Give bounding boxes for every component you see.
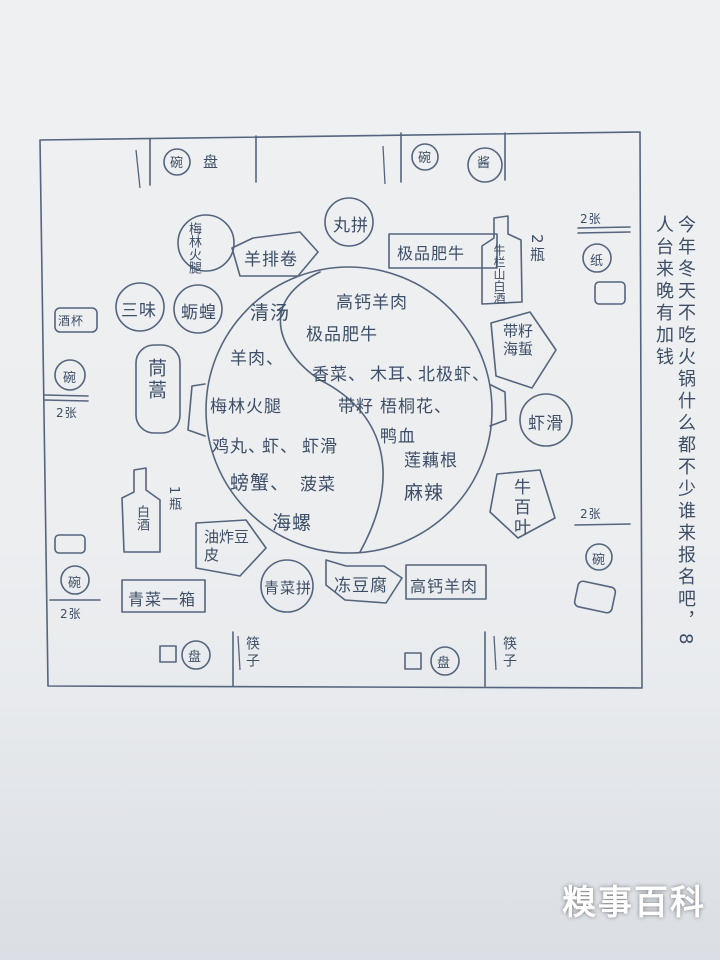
clear-item-shrimp: 虾、 — [262, 437, 298, 457]
chopsticks-label-bottom-left: 筷子 — [244, 636, 260, 670]
plate-label-top-left: 盘 — [203, 153, 220, 171]
dish-sanwei: 三味 — [121, 301, 157, 321]
cup-icon — [594, 281, 626, 305]
dish-spicy-lamb: 高钙羊肉 — [410, 577, 479, 596]
bowl-icon — [181, 640, 211, 670]
bowl-label-right: 碗 — [592, 553, 607, 568]
bowl-icon — [467, 147, 503, 183]
spicy-lamb-plate — [405, 564, 487, 600]
broth-label: 清汤 — [250, 302, 291, 324]
paper-shadow — [0, 690, 720, 960]
dish-tripe: 牛百叶 — [510, 478, 530, 538]
dish-frozen-tofu: 冻豆腐 — [334, 576, 388, 596]
dish-fried-tofu-skin: 油炸豆皮 — [204, 528, 250, 564]
cup-label-left: 酒杯 — [58, 314, 85, 328]
spicy-item-mala: 麻辣 — [404, 482, 445, 504]
dish-tonghao: 茼蒿 — [145, 358, 167, 402]
bowl-icon — [585, 543, 613, 571]
cup-icon — [54, 534, 86, 554]
tissue-label-right: 纸 — [590, 254, 605, 269]
cup-icon — [159, 645, 177, 663]
bowl-icon — [163, 148, 191, 176]
clear-item-crab: 螃蟹、 — [230, 472, 291, 494]
baijiu-bottle-top — [481, 215, 523, 305]
bowl-icon — [60, 565, 90, 595]
hotpot-outline — [205, 266, 493, 554]
clam-plate — [173, 284, 223, 334]
spicy-item-shrimp: 北极虾、 — [418, 365, 490, 385]
clear-item-chicken: 鸡丸、 — [212, 437, 266, 457]
shrimp-paste-plate — [519, 393, 573, 447]
dish-shrimp-paste: 虾滑 — [528, 414, 564, 434]
sauce-label-top-right: 酱 — [477, 156, 492, 171]
seaweed-plate — [490, 311, 557, 389]
veg-platter — [260, 559, 314, 613]
baijiu-top-count: 2瓶 — [528, 234, 546, 265]
bowl-label-left: 碗 — [63, 371, 78, 386]
dish-clam: 蛎蝗 — [181, 303, 217, 323]
bowl-label-top-right: 碗 — [418, 151, 433, 166]
tripe-plate — [489, 469, 556, 539]
dish-premium-beef: 极品肥牛 — [397, 244, 466, 263]
sanwei-plate — [115, 282, 165, 332]
bowl-icon — [54, 359, 86, 391]
dish-veg-platter: 青菜拼 — [264, 579, 313, 597]
cup-icon — [404, 652, 422, 670]
spicy-item-lamb: 高钙羊肉 — [336, 293, 408, 313]
bowl-icon — [582, 243, 612, 273]
dish-meilin-ham: 梅林火腿 — [186, 222, 201, 274]
baijiu-left-count: 1瓶 — [166, 486, 181, 514]
spicy-item-coriander: 香菜、 — [312, 365, 366, 385]
spicy-item-fungus: 木耳、 — [370, 365, 424, 385]
chair-count-left-bottom: 2张 — [60, 607, 82, 621]
bowl-label-top-left: 碗 — [170, 156, 185, 171]
baijiu-bottle-left — [121, 467, 161, 553]
chair-count-right-bottom: 2张 — [580, 507, 602, 521]
cup-icon — [573, 580, 617, 614]
baijiu-top-label: 牛栏山白酒 — [492, 244, 506, 304]
plate-label-bottom-right: 盘 — [437, 656, 452, 671]
clear-item-ham: 梅林火腿 — [210, 397, 282, 417]
greens-box — [121, 579, 206, 613]
hotpot-divider — [279, 271, 384, 553]
table-outline — [39, 131, 643, 689]
wanzi-plate — [324, 197, 374, 247]
clear-item-paste: 虾滑 — [302, 437, 338, 457]
bowl-icon — [430, 646, 460, 676]
tonghao-plate — [135, 344, 181, 434]
spicy-item-beef: 极品肥牛 — [306, 325, 378, 345]
watermark-logo: 糗事百科 — [562, 883, 706, 923]
bowl-label-left-bottom: 碗 — [68, 576, 83, 591]
dish-lamb-rolls: 羊排卷 — [244, 250, 298, 270]
chair-count-left: 2张 — [56, 406, 78, 420]
chopsticks-label-bottom-right: 筷子 — [501, 636, 517, 670]
frozen-tofu-plate — [325, 559, 403, 604]
spicy-item-flower: 梧桐花、 — [380, 397, 452, 417]
spicy-item-lotus: 莲藕根 — [404, 451, 458, 471]
clear-item-lamb: 羊肉、 — [230, 349, 284, 369]
dish-greens-box: 青菜一箱 — [128, 590, 197, 609]
beef-plate — [388, 233, 498, 269]
tofu-skin-plate — [195, 519, 267, 577]
clear-item-spinach: 菠菜 — [300, 475, 336, 495]
dish-wanzi: 丸拼 — [333, 216, 369, 236]
lamb-rolls-plate — [231, 231, 319, 277]
baijiu-left-label: 白酒 — [134, 505, 149, 531]
chair-count-right: 2张 — [580, 212, 602, 226]
side-note: 今年冬天不吃火锅什么都不少谁来报名吧，8人台来晚有加钱 — [653, 215, 696, 649]
plate-label-bottom-left: 盘 — [188, 650, 203, 665]
clear-item-conch: 海螺 — [272, 512, 313, 534]
spicy-item-seeded: 带籽 — [338, 397, 374, 417]
cup-icon — [54, 307, 98, 333]
dish-seaweed: 带籽海蜇 — [503, 322, 534, 358]
spicy-item-blood: 鸭血 — [380, 427, 416, 447]
bowl-icon — [411, 143, 439, 171]
meilin-ham-plate — [177, 214, 235, 272]
